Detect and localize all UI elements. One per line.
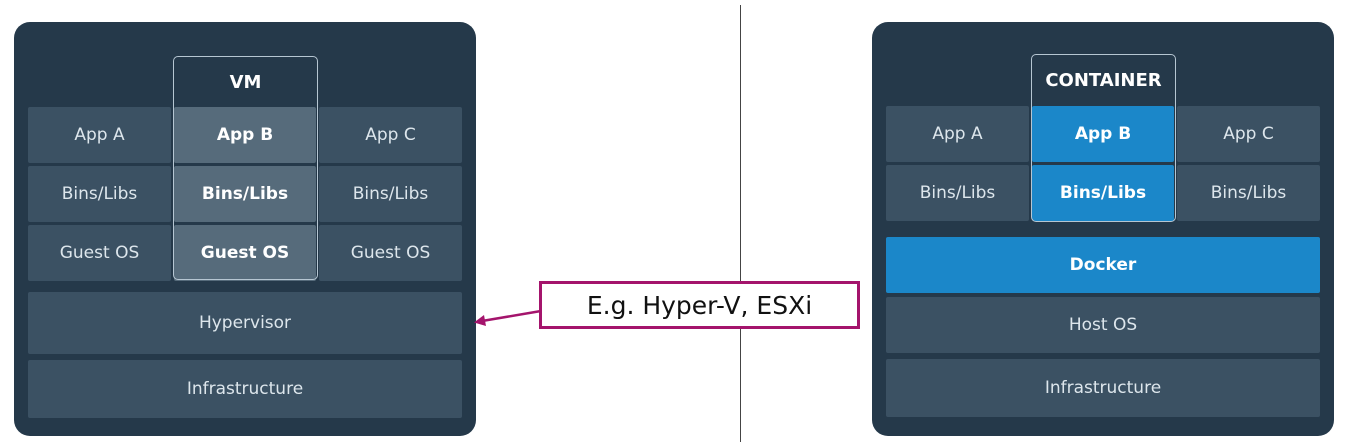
ct-bins-a: Bins/Libs [886,165,1029,221]
ct-bins-b: Bins/Libs [1032,165,1174,221]
hypervisor-example-callout: E.g. Hyper-V, ESXi [539,281,860,329]
vm-frame: VM [173,56,318,280]
container-frame: CONTAINER [1031,54,1176,222]
vm-bins-c: Bins/Libs [319,166,462,222]
ct-app-a: App A [886,106,1029,162]
container-panel: App A App B App C Bins/Libs Bins/Libs Bi… [872,22,1334,436]
ct-app-c: App C [1177,106,1320,162]
vm-guest-os-b: Guest OS [174,225,316,281]
vm-panel: App A App B App C Bins/Libs Bins/Libs Bi… [14,22,476,436]
vm-app-a: App A [28,107,171,163]
center-divider [740,5,741,442]
host-os-layer: Host OS [886,297,1320,353]
vm-app-c: App C [319,107,462,163]
vm-hypervisor-layer: Hypervisor [28,292,462,354]
ct-infrastructure-layer: Infrastructure [886,359,1320,417]
vm-guest-os-a: Guest OS [28,225,171,281]
vm-app-b: App B [174,107,316,163]
vm-bins-b: Bins/Libs [174,166,316,222]
container-frame-label: CONTAINER [1045,69,1162,91]
vm-frame-label: VM [229,71,262,93]
vm-guest-os-c: Guest OS [319,225,462,281]
vm-infrastructure-layer: Infrastructure [28,360,462,418]
ct-app-b: App B [1032,106,1174,162]
vm-bins-a: Bins/Libs [28,166,171,222]
ct-bins-c: Bins/Libs [1177,165,1320,221]
callout-arrow [474,309,542,326]
docker-layer: Docker [886,237,1320,293]
